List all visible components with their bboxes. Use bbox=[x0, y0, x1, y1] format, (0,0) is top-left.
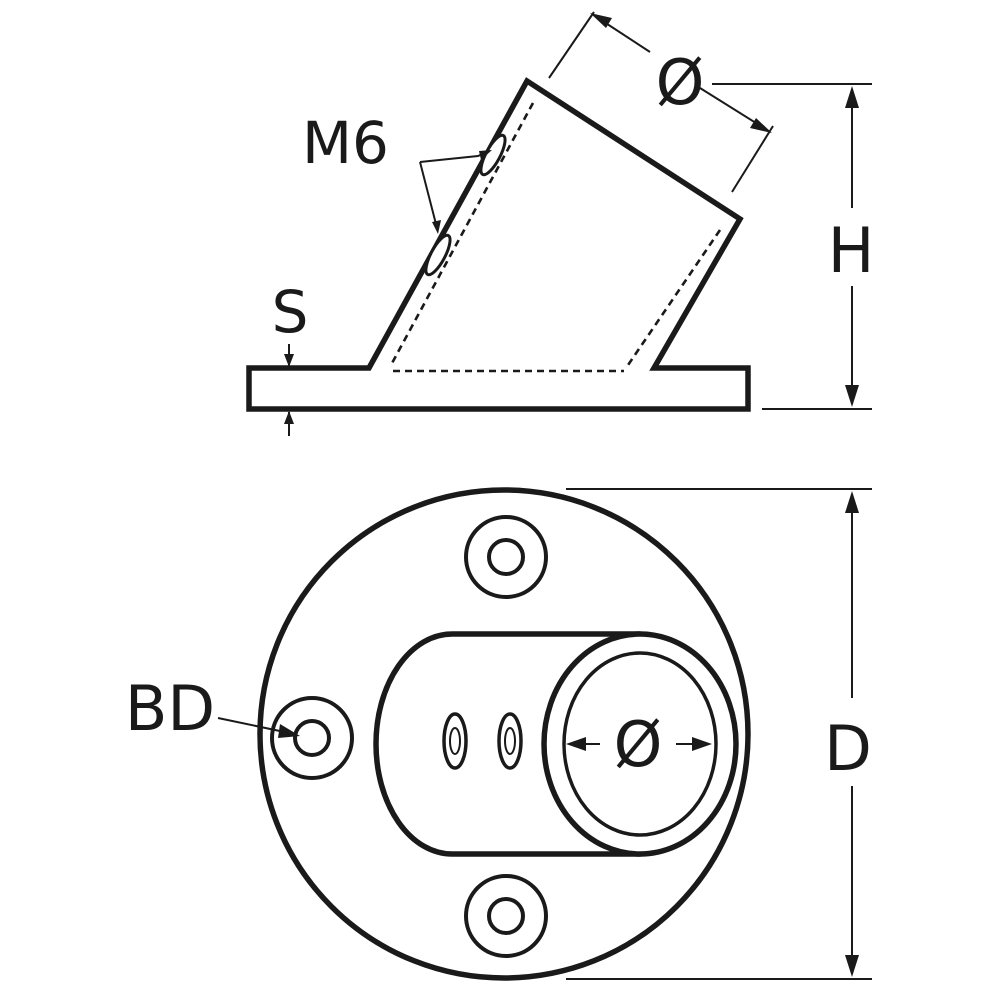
height-arrow-top bbox=[845, 86, 859, 108]
diameter-ext-left bbox=[548, 11, 595, 79]
thread-leader-arrow-lower bbox=[432, 220, 441, 234]
outer-diameter-arrow-bottom bbox=[845, 955, 859, 977]
thickness-arrow-top bbox=[284, 354, 294, 367]
thread-hole-top-view-1 bbox=[442, 712, 468, 770]
thread-hole-lower bbox=[424, 233, 452, 277]
thread-label: M6 bbox=[302, 109, 389, 177]
thickness-label: S bbox=[272, 278, 309, 346]
outer-diameter-arrow-top bbox=[845, 491, 859, 513]
side-profile-outline bbox=[246, 77, 751, 412]
thread-leader-upper bbox=[419, 150, 490, 163]
top-view: Ø BD D bbox=[125, 487, 872, 981]
diameter-arrow-left bbox=[590, 13, 612, 28]
mounting-hole-top bbox=[464, 515, 548, 599]
bolt-hole-arrow bbox=[278, 724, 300, 738]
thickness-arrow-bottom bbox=[284, 411, 294, 424]
hidden-bore-right bbox=[624, 229, 722, 369]
height-label: H bbox=[828, 214, 875, 287]
side-view: Ø M6 H S bbox=[246, 11, 875, 436]
thread-leader-lower bbox=[419, 161, 438, 229]
diameter-dim-line-right bbox=[699, 87, 765, 129]
tube-end-outer bbox=[541, 631, 739, 857]
height-arrow-bottom bbox=[845, 385, 859, 407]
diameter-ext-right bbox=[731, 125, 774, 193]
inner-diameter-arrow-right bbox=[692, 737, 712, 751]
thread-leader-arrow-upper bbox=[479, 150, 492, 160]
thread-hole-top-view-2 bbox=[497, 712, 523, 770]
bolt-hole-label: BD bbox=[125, 672, 215, 745]
outer-diameter-label: D bbox=[824, 712, 872, 785]
hidden-bore-left bbox=[389, 102, 535, 366]
mounting-hole-bottom bbox=[464, 874, 548, 958]
mounting-hole-left bbox=[270, 696, 354, 780]
tube-end-bore bbox=[562, 651, 718, 837]
side-diameter-label: Ø bbox=[656, 46, 705, 119]
inner-diameter-arrow-left bbox=[566, 737, 586, 751]
diameter-arrow-right bbox=[750, 118, 772, 133]
front-diameter-label: Ø bbox=[614, 708, 663, 781]
